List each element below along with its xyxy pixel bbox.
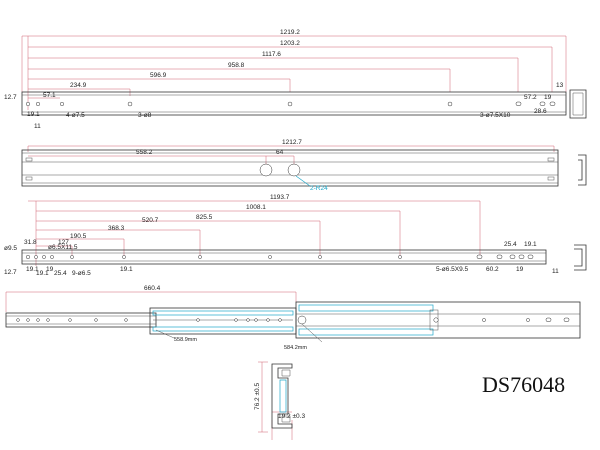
dim-11-b: 11: [552, 268, 559, 275]
dim-660-4: 660.4: [144, 285, 161, 292]
dim-368-3: 368.3: [108, 225, 125, 232]
dim-57-2: 57.2: [524, 94, 537, 101]
dim-11: 11: [34, 123, 41, 130]
dim-60-2: 60.2: [486, 266, 499, 273]
third-hole: [122, 255, 126, 259]
dim-1008-1: 1008.1: [246, 204, 266, 211]
top-hole: [447, 101, 453, 107]
third-hole: [42, 255, 46, 259]
dim-127: 127: [58, 239, 69, 246]
dim-1117-6: 1117.6: [262, 51, 281, 58]
dim-1219-2: 1219.2: [280, 29, 300, 36]
top-slot: [549, 101, 556, 106]
dim-19-1-d: 19.1: [120, 266, 133, 273]
top-view: 1219.2 1203.2 1117.6 958.8 596.9 234.9 5…: [4, 29, 587, 130]
dim-dia-9-5: ø9.5: [4, 245, 17, 252]
top-end-profile: [569, 89, 587, 119]
dim-19-1-b: 19.1: [36, 270, 49, 277]
middle-end-profile: [578, 154, 587, 186]
middle-view: 1212.7 558.2 64 2-R24: [21, 139, 587, 192]
cross-section: 76.2 ±0.5 19.2 ±0.3: [254, 361, 305, 440]
model-number: DS76048: [482, 372, 565, 397]
third-hole: [318, 255, 322, 259]
callout-3-holes: 3-ø8: [138, 112, 152, 119]
callout-3-slots: 3-ø7.5X10: [480, 112, 511, 119]
third-hole: [34, 255, 38, 259]
note-558-9mm: 558.9mm: [174, 337, 197, 343]
callout-4-holes: 4-ø7.5: [66, 112, 85, 119]
dim-25-4-a: 25.4: [54, 270, 67, 277]
dim-19-1-a: 19.1: [26, 266, 39, 273]
third-hole: [268, 255, 272, 259]
section-outer-profile: [271, 363, 293, 429]
top-slot: [515, 101, 522, 106]
third-slot: [496, 254, 503, 259]
third-view: 1193.7 1008.1 825.5 520.7 368.3 190.5 12…: [4, 194, 587, 277]
dim-19-f: 19: [516, 266, 524, 273]
third-rail-body: [21, 249, 547, 265]
dim-12-7-b: 12.7: [4, 269, 17, 276]
dim-19: 19: [544, 94, 552, 101]
dim-25-4-b: 25.4: [504, 241, 517, 248]
outer-hole-large: [297, 315, 307, 325]
dim-1212-7: 1212.7: [282, 139, 302, 146]
section-width: 19.2 ±0.3: [278, 413, 305, 420]
intermediate-member: [149, 307, 297, 335]
dim-1193-7: 1193.7: [270, 194, 290, 201]
third-hole: [198, 255, 202, 259]
middle-hole: [259, 163, 273, 177]
dim-13: 13: [556, 82, 564, 89]
third-end-profile: [574, 244, 587, 271]
outer-member: [295, 301, 581, 339]
top-hole: [25, 101, 31, 107]
dim-520-7: 520.7: [142, 217, 159, 224]
third-hole: [398, 255, 402, 259]
dim-28-6: 28.6: [534, 108, 547, 115]
note-584-2mm: 584.2mm: [284, 345, 307, 351]
dim-57-1: 57.1: [43, 92, 56, 99]
dim-19-c: 19: [46, 266, 54, 273]
dim-190-5: 190.5: [70, 233, 87, 240]
third-slot: [476, 254, 483, 259]
top-hole: [35, 101, 41, 107]
third-slot: [518, 254, 525, 259]
dim-558-2: 558.2: [136, 149, 153, 156]
dim-596-9: 596.9: [150, 72, 167, 79]
dim-958-8: 958.8: [228, 62, 245, 69]
dim-825-5: 825.5: [196, 214, 213, 221]
callout-5-slots: 5-ø6.5X9.5: [436, 266, 469, 273]
dim-19-1-e: 19.1: [524, 241, 537, 248]
third-hole: [70, 255, 74, 259]
middle-hole: [287, 163, 301, 177]
top-slot: [539, 101, 546, 106]
third-slot: [509, 254, 516, 259]
bottom-view: 660.4 558.9m: [5, 285, 581, 351]
top-hole: [127, 101, 133, 107]
callout-slot-6-5: ø6.5X11.5: [48, 244, 78, 251]
dim-31-8: 31.8: [24, 239, 37, 246]
dim-234-9: 234.9: [70, 82, 87, 89]
third-hole: [50, 255, 54, 259]
dim-1203-2: 1203.2: [280, 40, 300, 47]
callout-9-holes: 9-ø6.5: [72, 270, 91, 277]
top-hole: [287, 101, 293, 107]
top-hole: [59, 101, 65, 107]
dim-12-7: 12.7: [4, 94, 17, 101]
section-height: 76.2 ±0.5: [254, 383, 261, 410]
dim-64: 64: [276, 149, 284, 156]
top-rail-body: [21, 91, 567, 116]
callout-2-radius: 2-R24: [310, 185, 328, 192]
third-slot: [527, 254, 534, 259]
dim-19-1: 19.1: [27, 111, 40, 118]
third-hole: [25, 254, 31, 260]
middle-rail-body: [21, 149, 559, 187]
